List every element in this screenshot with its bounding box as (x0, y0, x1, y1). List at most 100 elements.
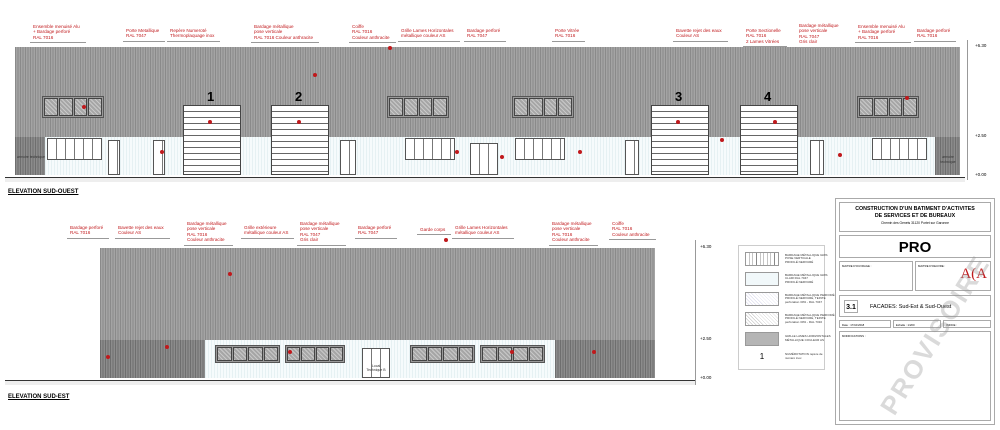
marker-dot (455, 150, 459, 154)
window-band (215, 345, 280, 363)
callout-label: Bardage perforé RAL 7047 (464, 28, 507, 42)
callout-text: Coiffe RAL 7016 Couleur anthracite (352, 24, 390, 40)
legend-text: BARDAGE MÉTALLIQUE GRIS CLAIR RAL 7047 P… (785, 272, 828, 284)
callout-text: Bardage métallique pose verticale RAL 70… (300, 221, 340, 243)
marker-dot (592, 350, 596, 354)
lower-cladding (555, 340, 655, 378)
marker-dot (500, 155, 504, 159)
level-label: +0.00 (700, 375, 712, 380)
leader-line (67, 237, 110, 239)
level-label: +6.30 (975, 43, 987, 48)
door-number: 2 (295, 89, 303, 104)
marker-dot (578, 150, 582, 154)
callout-label: Porte Vitrée RAL 7016 (552, 28, 586, 42)
technical-cabinet-left (15, 137, 45, 175)
glazing (872, 138, 927, 160)
elevation-title: ELEVATION SUD-EST (8, 394, 70, 400)
level-label: +0.00 (975, 172, 987, 177)
marker-dot (106, 355, 110, 359)
callout-text: Bardage métallique pose verticale RAL 70… (799, 23, 839, 45)
phase: PRO (839, 235, 991, 258)
callout-text: Bardage perforé RAL 7047 (358, 225, 392, 236)
upper-cladding (100, 248, 655, 340)
leader-line (355, 237, 398, 239)
legend-text: BARDAGE MÉTALLIQUE PERFORÉ PROFILÉ NERVU… (785, 292, 835, 304)
callout-label: Porte Metallique RAL 7047 (123, 28, 166, 42)
level-label: +2.50 (975, 133, 987, 138)
marker-dot (676, 120, 680, 124)
callout-label: Grille Lames Horizontales métallique cou… (452, 225, 514, 239)
window-band (512, 96, 574, 118)
leader-line (552, 40, 586, 42)
leader-line (549, 244, 598, 246)
level-axis (967, 40, 968, 180)
door (625, 140, 639, 175)
glazed-door (470, 143, 498, 175)
marker-dot (720, 138, 724, 142)
leader-line (398, 40, 460, 42)
callout-label: Bardage métallique pose verticale RAL 70… (796, 23, 845, 48)
callout-label: Bardage métallique pose verticale RAL 70… (184, 221, 233, 246)
sectional-door-1 (183, 105, 241, 175)
glazing (515, 138, 565, 160)
marker-dot (297, 120, 301, 124)
callout-label: Bardage perforé RAL 7016 (67, 225, 110, 239)
callout-label: Bardage métallique pose verticale RAL 70… (549, 221, 598, 246)
ground-hatch (5, 178, 965, 182)
leader-line (743, 46, 787, 48)
legend-text: BARDAGE MÉTALLIQUE PERFORÉ PROFILÉ NERVU… (785, 312, 835, 324)
leader-line (184, 244, 233, 246)
leader-line (115, 237, 170, 239)
project-title: CONSTRUCTION D'UN BATIMENT D'ACTIVITES D… (855, 206, 975, 219)
legend-text: BARDAGE MÉTALLIQUE GRIS POSE VERTICALE P… (785, 252, 828, 264)
callout-label: Coiffe RAL 7016 Couleur anthracite (349, 24, 396, 44)
leader-line (417, 234, 452, 236)
leader-line (452, 237, 514, 239)
room-label: Local Technique B (366, 364, 386, 372)
sheet-number: 3.1 (844, 300, 858, 313)
technical-room-door (362, 348, 390, 378)
callout-text: Coiffe RAL 7016 Couleur anthracite (612, 221, 650, 237)
lower-cladding (100, 340, 205, 378)
leader-line (123, 40, 166, 42)
callout-text: Porte Vitrée RAL 7016 (555, 28, 580, 39)
window-band (42, 96, 104, 118)
sheet-box: 3.1 FACADES: Sud-Est & Sud-Ouest (839, 295, 991, 317)
owner-label: MAITRE D'OUVRAGE : (842, 264, 872, 268)
level-label: +6.30 (700, 244, 712, 249)
leader-line (349, 42, 396, 44)
door (108, 140, 120, 175)
callout-text: Porte Sectionelle RAL 7016 2 Lames Vitré… (746, 28, 781, 44)
marker-dot (388, 46, 392, 50)
swatch (745, 272, 779, 286)
level-label: +2.50 (700, 336, 712, 341)
callout-text: Ensemble menuisé Alu + Bardage perforé R… (33, 24, 80, 40)
sectional-door-2 (271, 105, 329, 175)
leader-line (673, 40, 728, 42)
callout-text: Bavette rejet des eaux Couleur AS (118, 225, 164, 236)
level-axis (695, 240, 696, 385)
leader-line (914, 40, 957, 42)
legend: BARDAGE MÉTALLIQUE GRIS POSE VERTICALE P… (738, 245, 835, 370)
callout-label: Garde corps (417, 227, 452, 236)
leader-line (297, 244, 346, 246)
callout-label: Coiffe RAL 7016 Couleur anthracite (609, 221, 656, 241)
marker-dot (838, 153, 842, 157)
leader-line (855, 42, 911, 44)
callout-text: Repère Numeroté Thermoplaquage inox (170, 28, 215, 39)
callout-text: Grille Lames Horizontales métallique cou… (455, 225, 508, 236)
ground-line (5, 380, 695, 381)
callout-text: Bardage perforé RAL 7047 (467, 28, 501, 39)
door-number: 3 (675, 89, 683, 104)
callout-label: Porte Sectionelle RAL 7016 2 Lames Vitré… (743, 28, 787, 48)
callout-text: Porte Metallique RAL 7047 (126, 28, 160, 39)
callout-label: Bavette rejet des eaux Couleur AS (115, 225, 170, 239)
callout-text: Bardage perforé RAL 7016 (70, 225, 104, 236)
swatch (745, 252, 779, 266)
window-band (857, 96, 919, 118)
callout-label: Ensemble menuisé Alu + Bardage perforé R… (855, 24, 911, 44)
room-label: armoire technique (16, 155, 45, 159)
leader-line (251, 42, 320, 44)
callout-label: Bardage perforé RAL 7047 (355, 225, 398, 239)
